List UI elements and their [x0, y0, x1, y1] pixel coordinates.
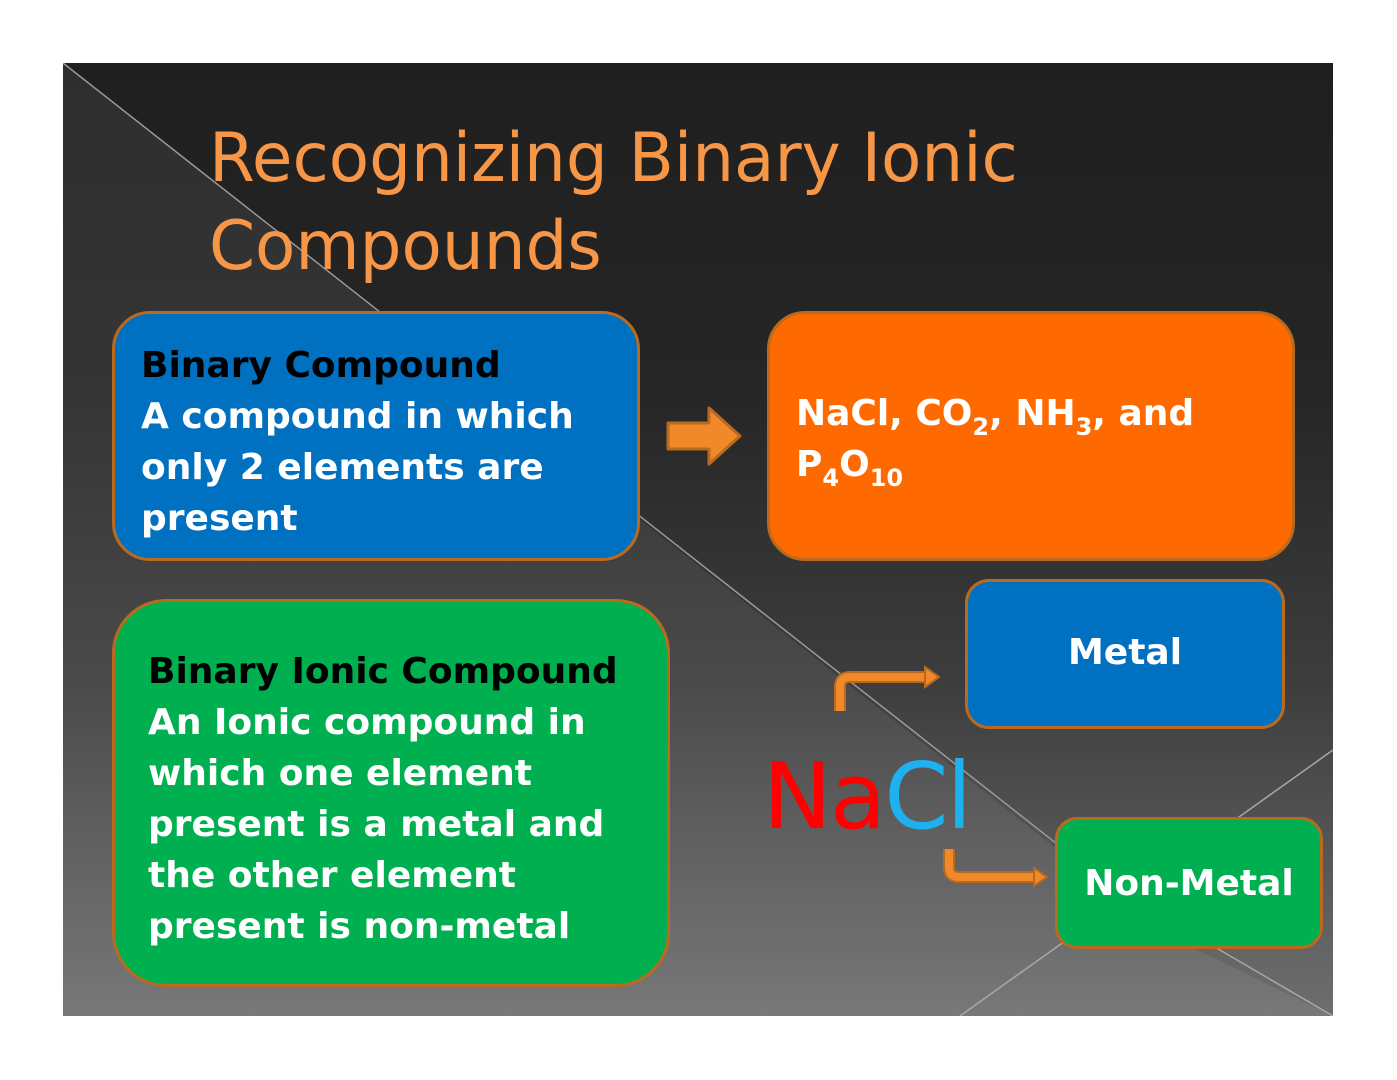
binary-compound-line-1: A compound in which	[141, 396, 574, 437]
example-o-subscript: 10	[869, 464, 904, 492]
binary-compound-box: Binary Compound A compound in which only…	[112, 311, 640, 561]
binary-compound-line-3: present	[141, 498, 298, 539]
example-co-subscript: 2	[972, 413, 990, 441]
binary-ionic-line-2: which one element	[148, 753, 532, 794]
binary-ionic-line-4: the other element	[148, 855, 516, 896]
slide: Recognizing Binary Ionic Compounds Binar…	[63, 63, 1333, 1016]
example-p-subscript: 4	[822, 464, 840, 492]
title-line-2: Compounds	[209, 207, 602, 286]
bent-arrow-down-right-icon	[943, 849, 1049, 888]
example-co: CO	[915, 393, 973, 434]
example-nacl: NaCl,	[796, 393, 916, 434]
title-line-1: Recognizing Binary Ionic	[209, 119, 1018, 198]
right-arrow-icon	[666, 406, 742, 466]
metal-label: Metal	[1067, 632, 1183, 673]
slide-title: Recognizing Binary Ionic Compounds	[209, 115, 1018, 291]
example-o: O	[839, 444, 870, 485]
formula-metal-part: Na	[763, 743, 886, 850]
binary-ionic-line-5: present is non-metal	[148, 906, 571, 947]
nacl-formula: NaCl	[763, 751, 972, 843]
non-metal-box: Non-Metal	[1055, 817, 1323, 949]
example-nh-subscript: 3	[1075, 413, 1093, 441]
binary-compound-line-2: only 2 elements are	[141, 447, 544, 488]
bent-arrow-up-right-icon	[834, 665, 941, 711]
example-and: , and	[1092, 393, 1195, 434]
binary-ionic-line-1: An Ionic compound in	[148, 702, 586, 743]
binary-ionic-heading: Binary Ionic Compound	[148, 651, 618, 692]
formula-nonmetal-part: Cl	[884, 743, 972, 850]
example-p: P	[796, 444, 823, 485]
binary-ionic-compound-box: Binary Ionic Compound An Ionic compound …	[112, 599, 670, 987]
binary-ionic-line-3: present is a metal and	[148, 804, 605, 845]
examples-box: NaCl, CO2, NH3, and P4O10	[767, 311, 1295, 561]
example-nh: , NH	[989, 393, 1076, 434]
binary-compound-heading: Binary Compound	[141, 345, 501, 386]
non-metal-label: Non-Metal	[1084, 862, 1294, 904]
metal-box: Metal	[965, 579, 1285, 729]
